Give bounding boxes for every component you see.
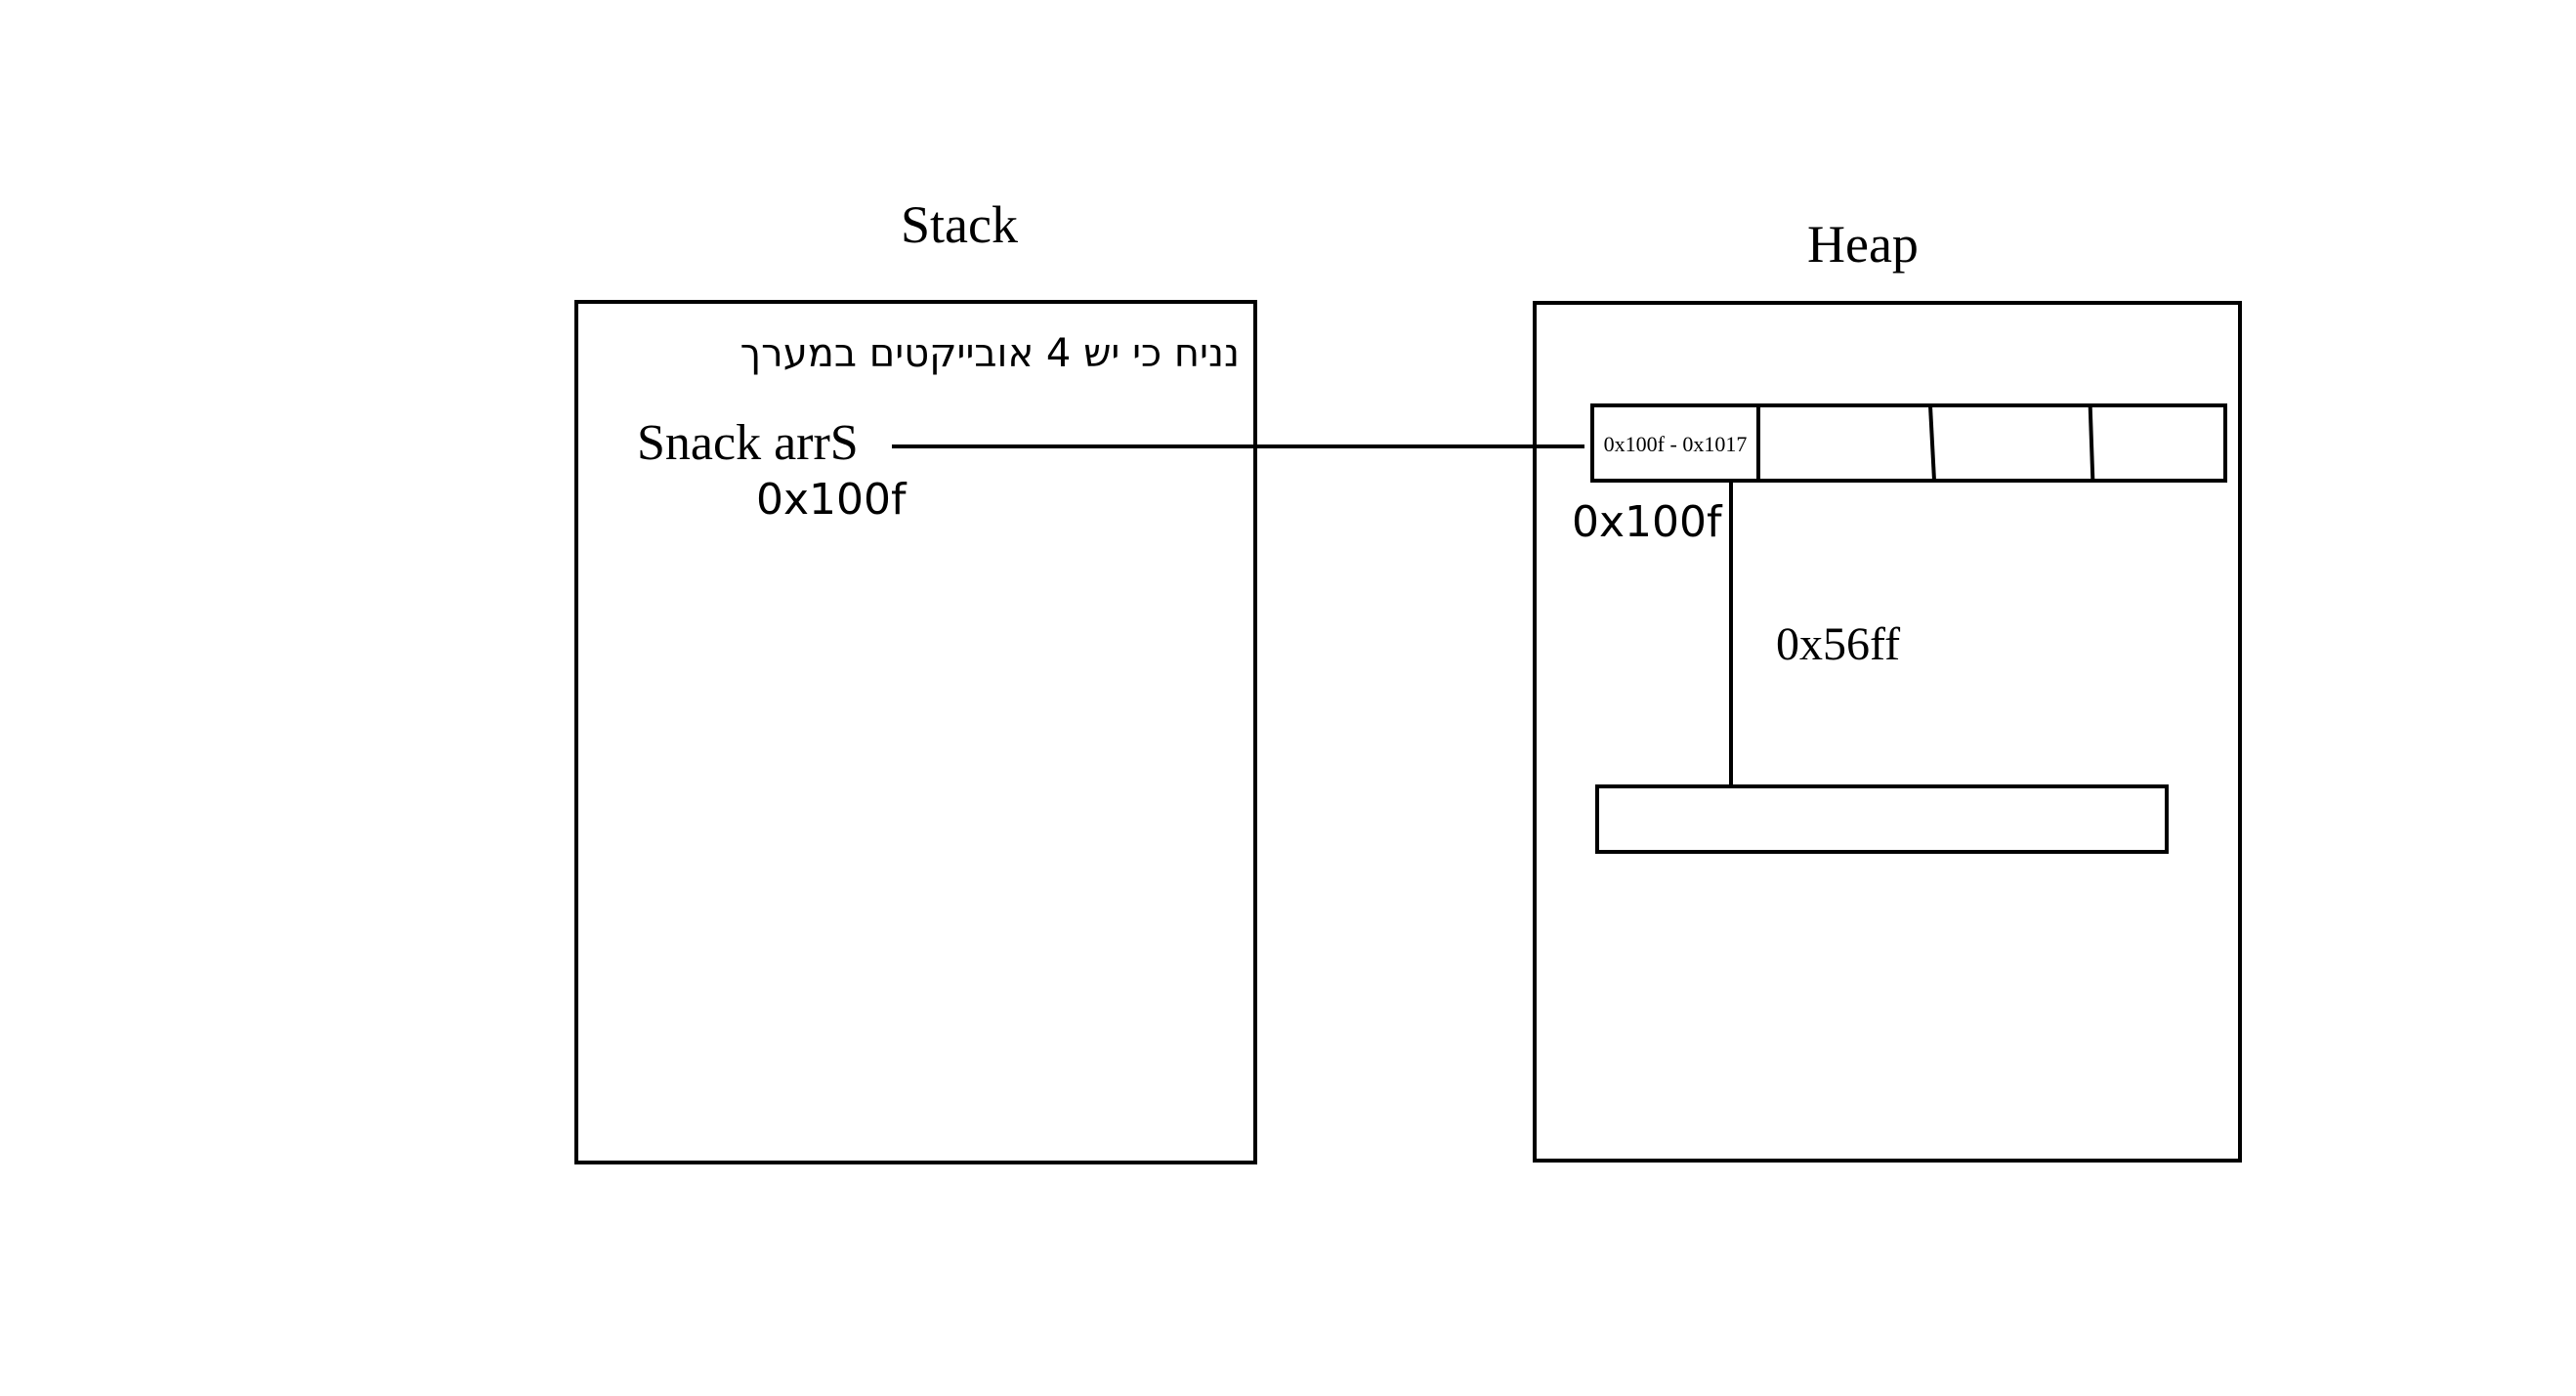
heap-object-block	[1595, 784, 2169, 854]
stack-frame	[574, 300, 1257, 1164]
stack-variable-label: Snack arrS	[637, 415, 859, 471]
array-cell-label: 0x100f - 0x1017	[1603, 432, 1748, 456]
stack-title: Stack	[901, 195, 1018, 254]
heap-title: Heap	[1807, 215, 1919, 274]
array-start-address: 0x100f	[1572, 497, 1722, 547]
array-divider	[1927, 403, 1937, 483]
pointer-address: 0x56ff	[1776, 618, 1901, 670]
reference-line	[892, 444, 1584, 448]
stack-variable-address: 0x100f	[756, 475, 907, 525]
array-divider	[1756, 403, 1760, 483]
pointer-line	[1729, 483, 1733, 785]
heap-array: 0x100f - 0x1017	[1590, 403, 2227, 483]
array-divider	[2088, 403, 2095, 483]
heap-frame	[1533, 301, 2242, 1163]
stack-note: נניח כי יש 4 אובייקטים במערך	[739, 331, 1240, 376]
